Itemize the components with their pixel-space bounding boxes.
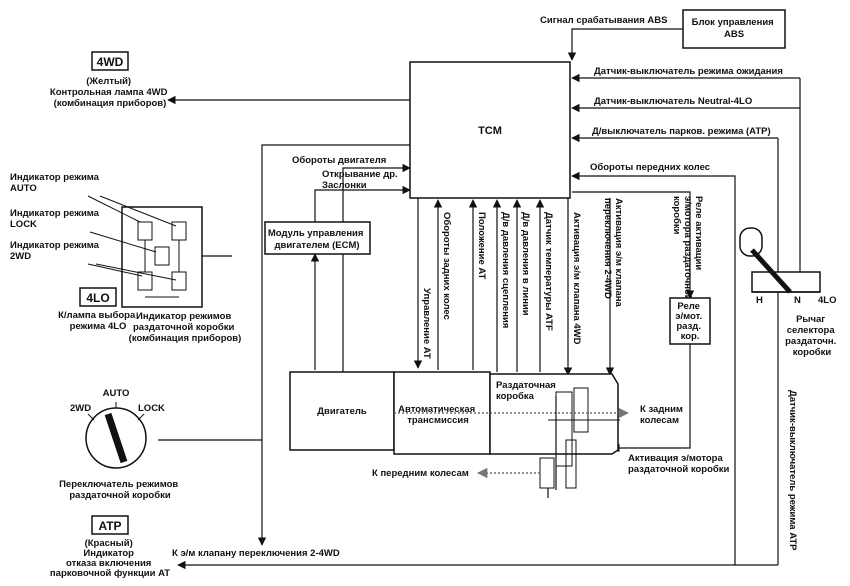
indicator-2wd-label: Индикатор режима 2WD — [10, 240, 102, 262]
engine-speed-label: Обороты двигателя — [292, 155, 386, 166]
engine-box — [289, 371, 395, 451]
motor-relay-line — [572, 191, 695, 299]
mode-switch-knob[interactable] — [104, 412, 128, 464]
badge-4wd: 4WD — [97, 55, 124, 69]
lever-sensor-label: Датчик-выключатель режима ATP — [787, 390, 798, 551]
pointer-auto-2 — [99, 195, 177, 227]
standby-switch-label: Датчик-выключатель режима ожидания — [594, 66, 783, 77]
throttle-line — [314, 185, 411, 222]
lever-h: H — [756, 295, 763, 306]
badge-atp-box — [91, 515, 129, 535]
indicator-panel — [121, 206, 203, 308]
transfer-gear-4 — [539, 457, 555, 489]
pointer-2wd-2 — [95, 263, 177, 281]
indicator-auto-label: Индикатор режима AUTO — [10, 172, 102, 194]
abs-unit-label: Блок управления ABS — [692, 17, 777, 40]
relay-motor-line — [611, 344, 691, 453]
transfer-gear-3 — [565, 439, 577, 489]
engine-label: Двигатель — [317, 406, 367, 417]
pointer-auto-1 — [87, 195, 141, 223]
pointer-2wd-1 — [87, 263, 143, 277]
atp-switch-label: Д/выключатель парков. режима (ATP) — [592, 126, 771, 137]
label-at-control: Управление AT — [421, 288, 432, 359]
front-wheels-label: К передним колесам — [372, 468, 469, 479]
solenoid-2-4wd-label: К э/м клапану переключения 2-4WD — [172, 548, 340, 559]
lever-label: Рычаг селектора раздаточн. коробки — [785, 314, 839, 358]
throttle-label: Открывание др. Заслонки — [322, 169, 400, 191]
transfer-indicator-label: Индикатор режимов раздаточной коробки (к… — [129, 311, 242, 344]
badge-4lo-box — [79, 287, 117, 307]
engine-speed-line — [342, 163, 411, 372]
transfer-gear-2 — [573, 387, 589, 433]
label-line-pressure: Д/в давления в линии — [520, 212, 531, 316]
front-wheel-speed-line — [571, 171, 736, 565]
indicator-lamp-3 — [154, 246, 170, 266]
label-solenoid-4wd: Активация э/м клапана 4WD — [571, 212, 582, 345]
relay-label: Реле э/мот. разд. кор. — [675, 301, 704, 342]
pointer-lock — [89, 231, 157, 253]
switch-tick-lock — [137, 413, 145, 421]
transfer-label: Раздаточная коробка — [496, 380, 558, 402]
label-at-position: Положение AT — [476, 212, 487, 280]
label-atf-temp: Датчик температуры ATF — [543, 212, 554, 331]
ecm-box — [264, 221, 371, 255]
lever-n: N — [794, 295, 801, 306]
lever-4lo: 4LO — [818, 295, 836, 306]
at-label: Автоматическая трансмиссия — [398, 404, 478, 426]
front-wheel-speed-label: Обороты передних колес — [590, 162, 710, 173]
mode-switch-label: Переключатель режимов раздаточной коробк… — [59, 479, 181, 501]
switch-auto: AUTO — [103, 388, 130, 399]
switch-2wd: 2WD — [70, 403, 91, 414]
label-clutch-pressure: Д/в давления сцепления — [500, 212, 511, 328]
switch-lock: LOCK — [138, 403, 165, 414]
lamp-4lo-label: К/лампа выбора режима 4LO — [58, 310, 138, 332]
neutral-4lo-label: Датчик-выключатель Neutral-4LO — [594, 96, 752, 107]
badge-4wd-box — [91, 51, 129, 71]
tcm-left-wire — [257, 144, 410, 546]
badge-atp: ATP — [98, 519, 121, 533]
indicator-lock-label: Индикатор режима LOCK — [10, 208, 102, 230]
switch-tick-2wd — [87, 413, 95, 421]
ecm-label: Модуль управления двигателем (ECM) — [268, 228, 366, 251]
motor-activation-label: Активация э/мотора раздаточной коробки — [628, 453, 730, 475]
rear-wheels-label: К задним колесам — [640, 404, 686, 426]
abs-signal-line — [567, 28, 683, 61]
transfer-box — [489, 373, 619, 455]
lever-handle-top — [739, 227, 763, 257]
lever-stick — [750, 248, 792, 294]
badge-4lo: 4LO — [86, 291, 109, 305]
lamp-4wd-label: (Желтый) Контрольная лампа 4WD (комбинац… — [50, 76, 170, 109]
abs-signal-label: Сигнал срабатывания ABS — [540, 15, 667, 26]
label-solenoid-2-4wd: Активация э/м клапана переключения 2-4WD — [602, 198, 624, 309]
atp-lamp-label: (Красный) Индикатор отказа включения пар… — [50, 538, 170, 579]
tcm-box — [409, 61, 571, 199]
tcm-label: TCM — [478, 125, 502, 137]
label-rear-wheel-speed: Обороты задних колес — [441, 212, 452, 320]
label-motor-relay: Реле активации э/мотора раздаточной коро… — [671, 196, 704, 303]
